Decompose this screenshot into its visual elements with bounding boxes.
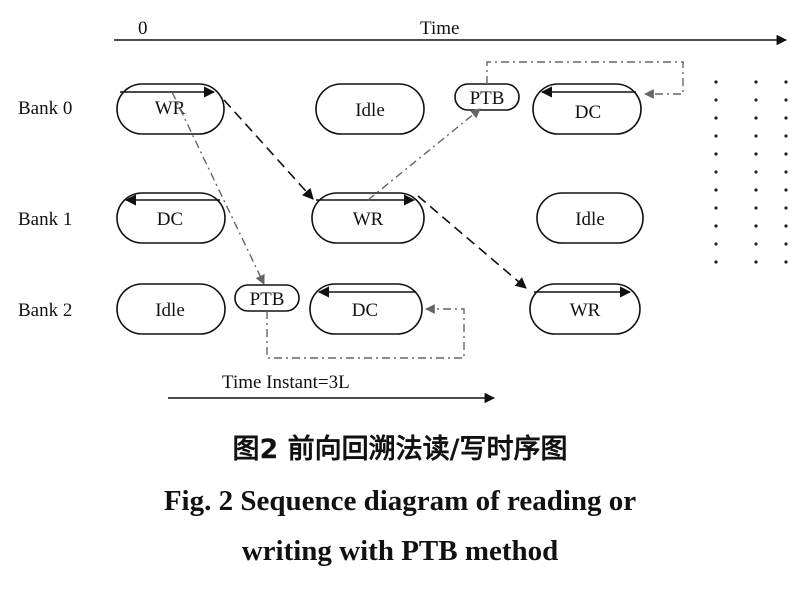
node-b2-dc: DC: [309, 283, 423, 335]
node-b2-ptb: PTB: [234, 284, 300, 312]
bank-label-1: Bank 1: [18, 209, 72, 230]
continuation-dot: [754, 152, 758, 156]
continuation-dot: [714, 260, 718, 264]
connection-b0ptb-to-b0dc: [486, 61, 684, 99]
continuation-dot: [714, 134, 718, 138]
node-shape: [116, 192, 226, 244]
continuation-dot: [784, 224, 788, 228]
continuation-dot: [784, 116, 788, 120]
node-label: PTB: [250, 289, 285, 310]
continuation-dot: [754, 260, 758, 264]
node-shape: [315, 83, 425, 135]
node-b2-wr: WR: [529, 283, 641, 335]
node-label: Idle: [575, 209, 605, 230]
node-label: DC: [157, 209, 183, 230]
node-label: Idle: [355, 100, 385, 121]
figure-caption: 图2 前向回溯法读/写时序图 Fig. 2 Sequence diagram o…: [164, 433, 636, 567]
continuation-dot: [754, 188, 758, 192]
node-label: WR: [570, 300, 601, 321]
node-b0-wr: WR: [116, 83, 225, 135]
caption-english-line-1: Fig. 2 Sequence diagram of reading or: [164, 485, 636, 517]
continuation-dot: [784, 206, 788, 210]
node-label: DC: [352, 300, 378, 321]
node-shape: [116, 283, 226, 335]
node-b0-ptb: PTB: [454, 83, 520, 111]
node-label: DC: [575, 102, 601, 123]
node-shape: [529, 283, 641, 335]
continuation-dot: [714, 80, 718, 84]
connections: [171, 61, 684, 359]
connection-b0wr-to-b1wr: [223, 99, 314, 200]
continuation-dot: [784, 242, 788, 246]
connection-b1wr-to-b0ptb: [367, 108, 481, 201]
continuation-dot: [784, 188, 788, 192]
caption-chinese: 图2 前向回溯法读/写时序图: [232, 433, 567, 465]
continuation-dot: [784, 134, 788, 138]
node-b1-wr: WR: [311, 192, 425, 244]
bank-label-2: Bank 2: [18, 300, 72, 321]
connection-b2ptb-to-b2dc: [266, 304, 465, 359]
node-label: PTB: [470, 88, 505, 109]
continuation-dot: [784, 170, 788, 174]
node-label: WR: [155, 98, 186, 119]
continuation-dot: [784, 152, 788, 156]
continuation-dot: [754, 224, 758, 228]
time-instant-label: Time Instant=3L: [222, 372, 350, 393]
continuation-dot: [754, 80, 758, 84]
continuation-dot: [754, 134, 758, 138]
node-shape: [309, 283, 423, 335]
continuation-dot: [784, 80, 788, 84]
node-shape: [536, 192, 644, 244]
continuation-dot: [754, 206, 758, 210]
time-axis-start-label: 0: [138, 18, 148, 39]
node-shape: [116, 83, 225, 135]
continuation-dot: [754, 242, 758, 246]
node-shape: [311, 192, 425, 244]
connection-b1wr-to-b2wr: [417, 195, 527, 289]
node-shape: [532, 83, 642, 135]
continuation-dot: [754, 116, 758, 120]
time-axis: 0 Time: [114, 18, 788, 46]
node-label: Idle: [155, 300, 185, 321]
node-b0-dc: DC: [532, 83, 642, 135]
node-b1-idle: Idle: [536, 192, 644, 244]
continuation-dot: [714, 206, 718, 210]
continuation-dot: [714, 242, 718, 246]
continuation-dot: [784, 98, 788, 102]
continuation-dot: [754, 98, 758, 102]
bank-label-0: Bank 0: [18, 98, 72, 119]
continuation-dot: [714, 170, 718, 174]
node-b0-idle: Idle: [315, 83, 425, 135]
continuation-dot: [714, 98, 718, 102]
time-axis-label: Time: [420, 18, 459, 39]
continuation-dot: [714, 224, 718, 228]
continuation-dot: [714, 116, 718, 120]
time-instant: Time Instant=3L: [168, 372, 496, 404]
caption-english-line-2: writing with PTB method: [242, 535, 559, 567]
continuation-dot: [714, 152, 718, 156]
continuation-dot: [714, 188, 718, 192]
node-b2-idle: Idle: [116, 283, 226, 335]
continuation-dot: [784, 260, 788, 264]
continuation-dot: [754, 170, 758, 174]
node-b1-dc: DC: [116, 192, 226, 244]
node-label: WR: [353, 209, 384, 230]
continuation-dots: [714, 80, 788, 264]
